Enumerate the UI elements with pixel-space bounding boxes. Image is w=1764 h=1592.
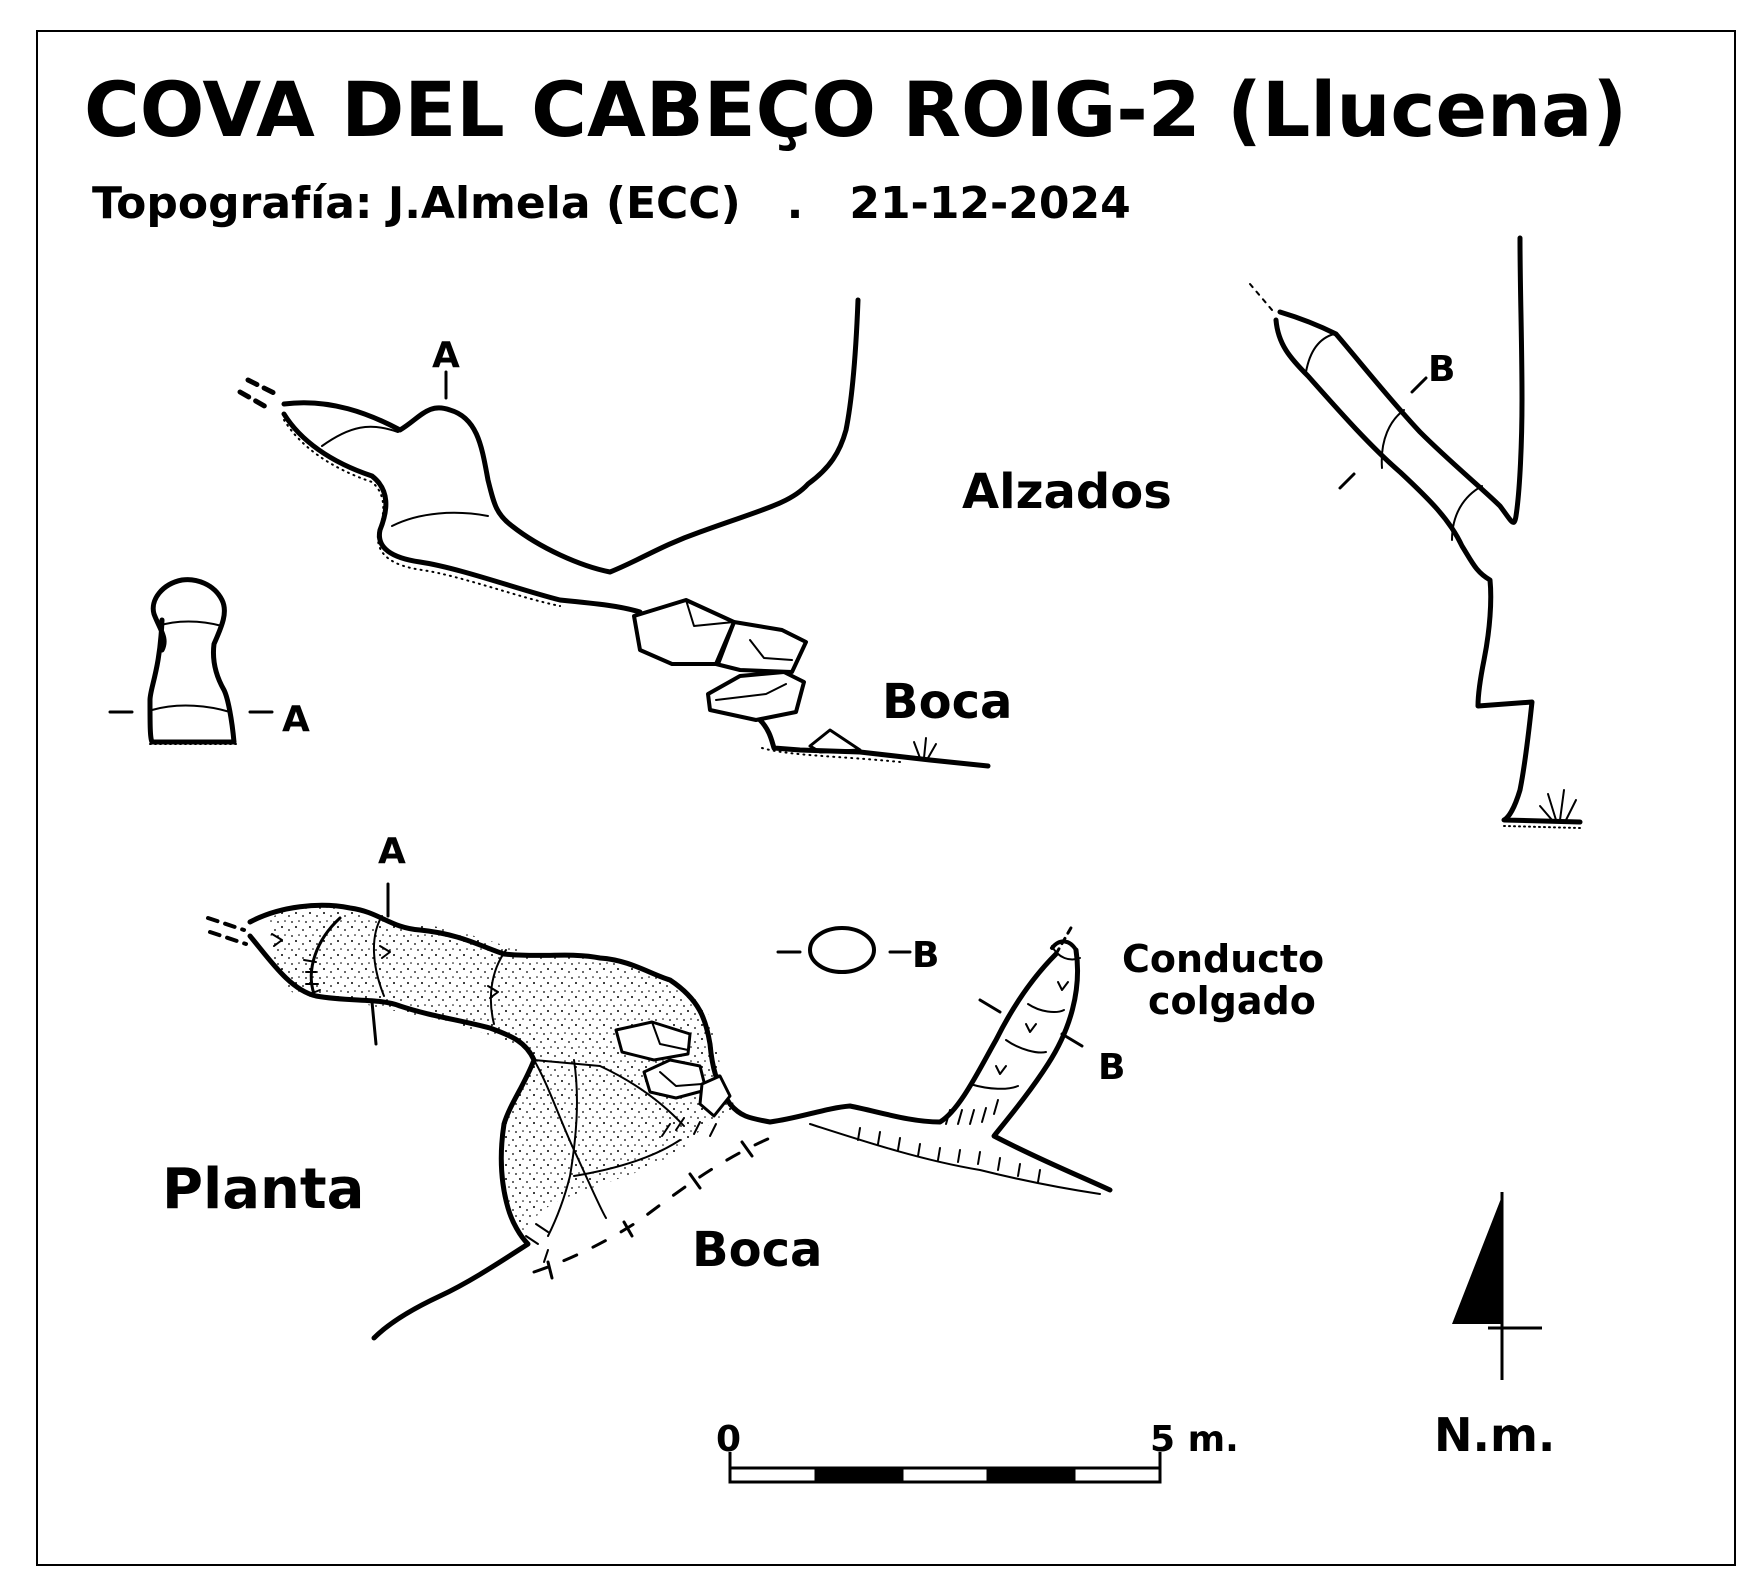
scale-segment — [814, 1466, 904, 1484]
scale-start-label: 0 — [716, 1419, 742, 1460]
scale-segment — [728, 1466, 818, 1484]
boca-elevation-label: Boca — [882, 674, 1013, 730]
elevation-b — [1249, 235, 1583, 829]
mark-a-elevation: A — [432, 335, 460, 376]
elevation-a — [237, 297, 991, 769]
north-arrow-icon — [1452, 1192, 1542, 1380]
mark-a-section: A — [282, 699, 310, 740]
mark-b-section: B — [912, 935, 940, 976]
conducto-label-line1: Conducto — [1122, 937, 1325, 981]
plan-view — [206, 882, 1113, 1341]
scale-segment — [986, 1466, 1076, 1484]
mark-b-elevation: B — [1428, 349, 1456, 390]
boca-plan-label: Boca — [692, 1222, 823, 1278]
map-title: COVA DEL CABEÇO ROIG-2 (Llucena) — [84, 65, 1628, 154]
scale-segment — [900, 1466, 990, 1484]
scale-end-label: 5 m. — [1150, 1419, 1239, 1460]
mark-a-plan: A — [378, 831, 406, 872]
alzados-label: Alzados — [962, 464, 1172, 520]
scale-segment — [1072, 1466, 1162, 1484]
map-frame — [36, 30, 1736, 1566]
north-label: N.m. — [1434, 1408, 1556, 1462]
mark-b-plan: B — [1098, 1047, 1126, 1088]
planta-label: Planta — [162, 1157, 365, 1222]
conducto-label-line2: colgado — [1148, 979, 1316, 1023]
map-subtitle: Topografía: J.Almela (ECC) . 21-12-2024 — [92, 178, 1131, 229]
cross-section-a — [108, 577, 274, 745]
scale-bar — [728, 1452, 1162, 1484]
